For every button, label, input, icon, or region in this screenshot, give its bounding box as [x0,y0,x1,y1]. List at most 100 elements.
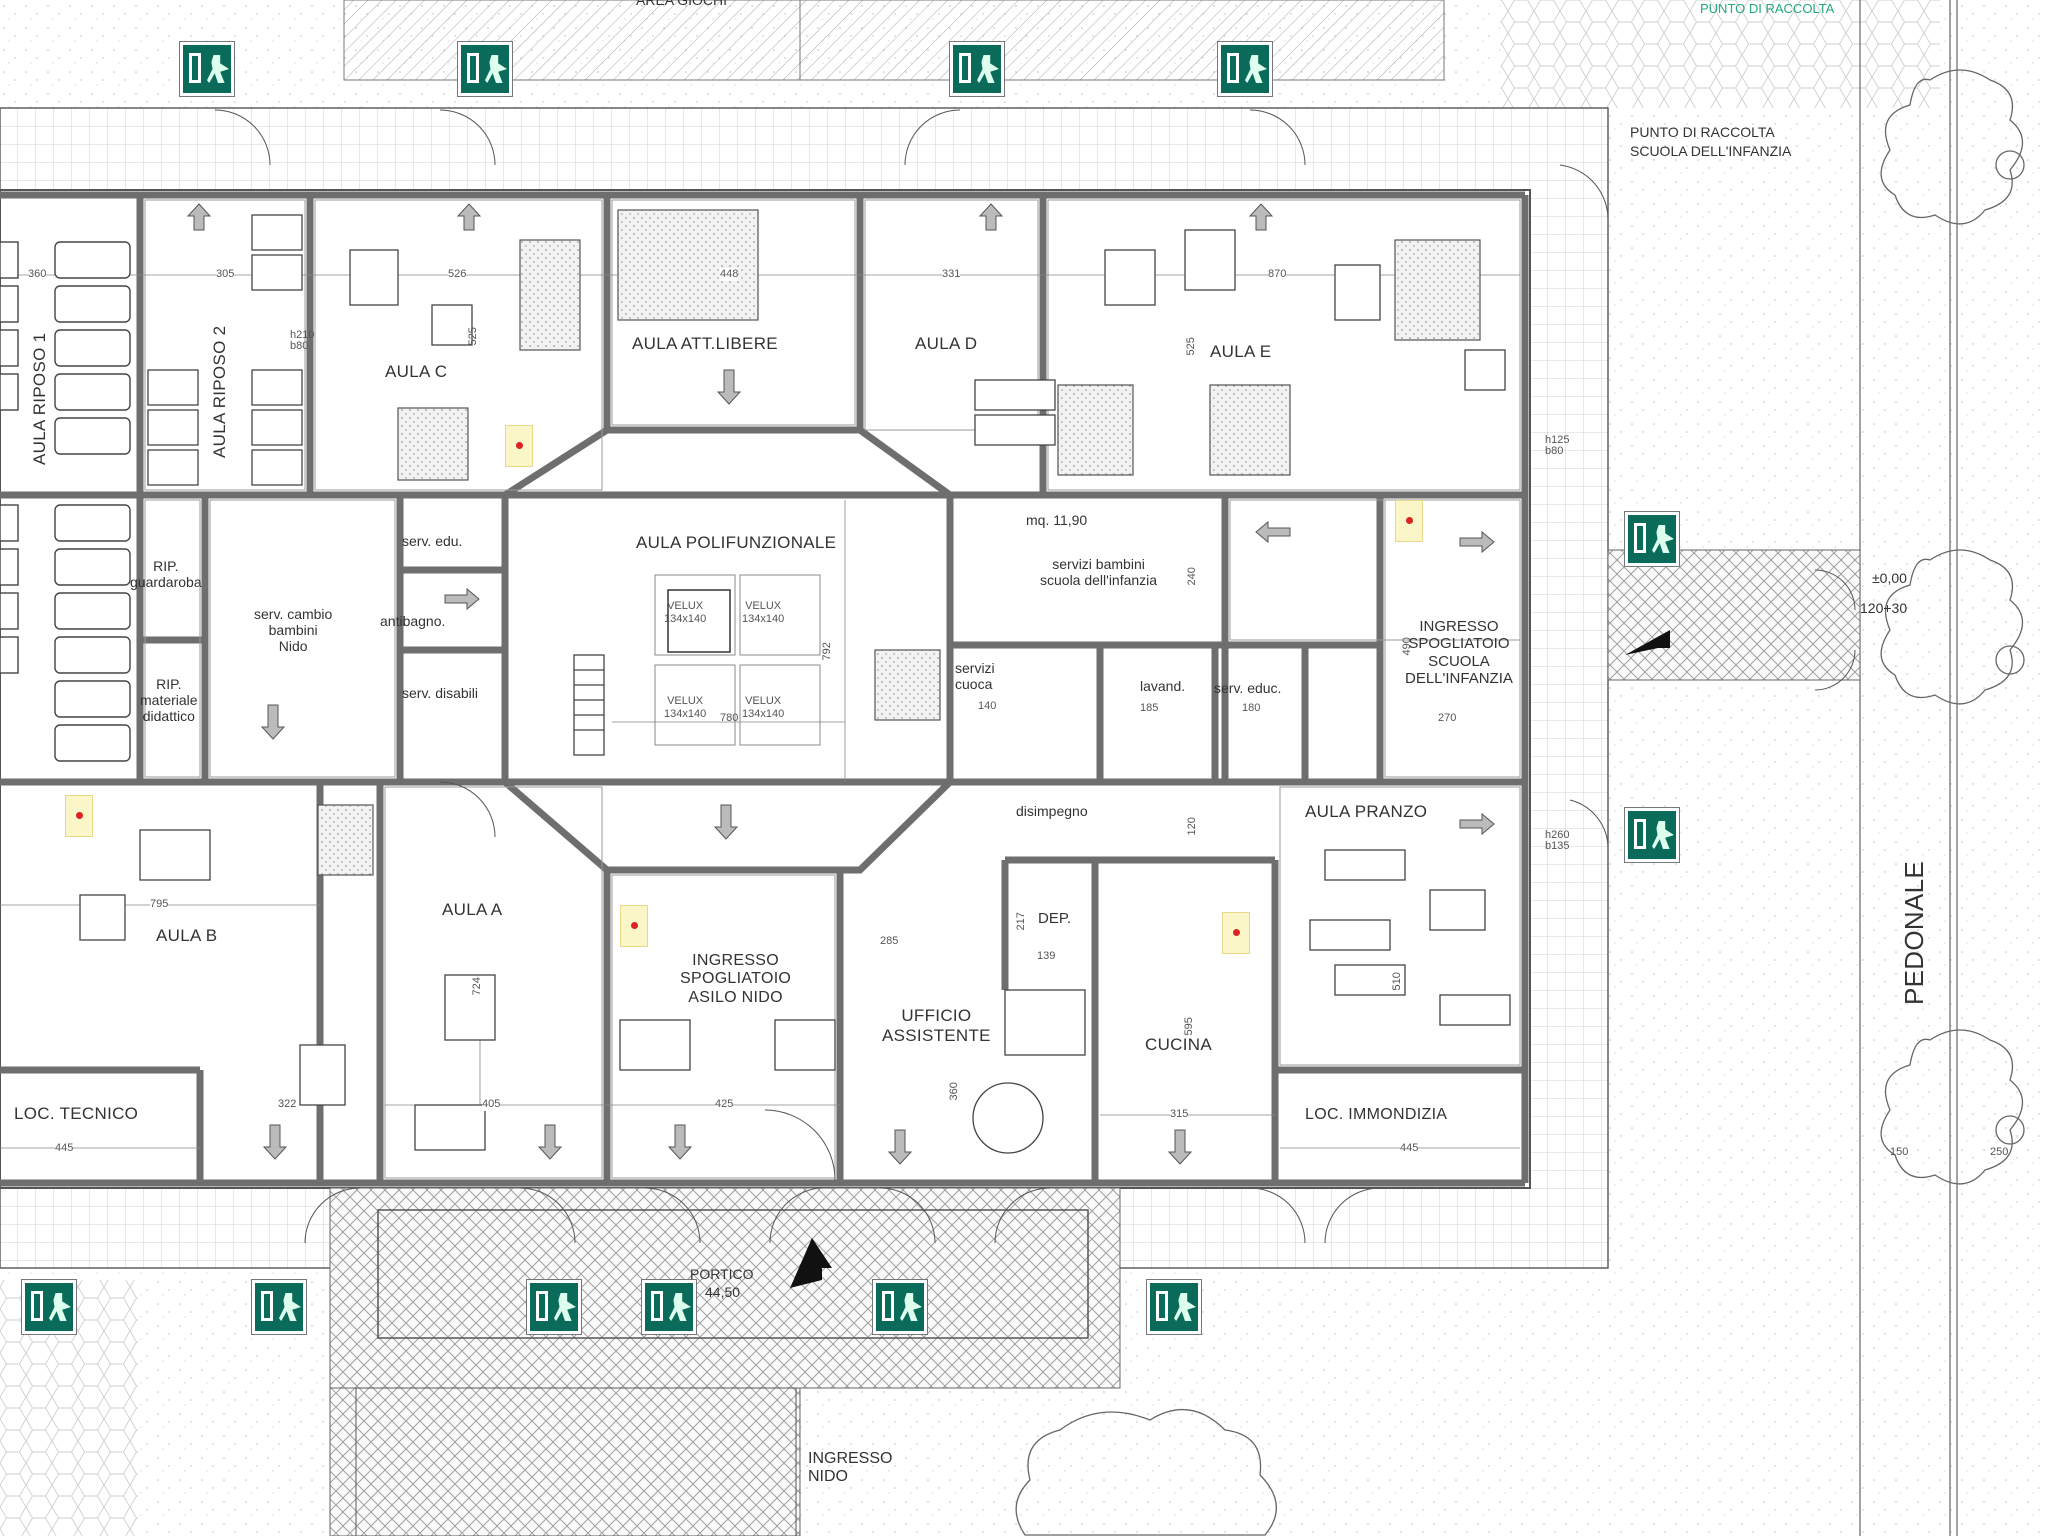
door-tag-height: h210 [290,329,315,341]
emergency-exit-sign-icon [1625,808,1679,862]
door-tag-width: b135 [1545,840,1570,852]
ingresso-nido-line-2: SPOGLIATOIO [680,970,792,988]
aula-riposo-2-label: AULA RIPOSO 2 [210,325,229,458]
lavand-label: lavand. [1140,678,1186,694]
servizi-bambini-label: servizi bambini scuola dell'infanzia [1040,556,1157,588]
ufficio-line-1: UFFICIO [901,1006,972,1025]
furniture-tables [79,229,1511,1154]
dimension-label: 185 [1140,702,1159,714]
servizi-cuoca-line-2: cuoca [955,676,993,693]
velux-size: 134x140 [742,612,785,625]
emergency-exit-sign-icon [950,42,1004,96]
door-tag-width: b80 [290,340,309,352]
aula-b-label: AULA B [156,926,218,945]
serv-cambio-label: serv. cambio bambini Nido [254,606,332,654]
fire-extinguisher-icon [505,425,533,467]
rip-materiale-line-2: materiale [140,692,198,709]
dimension-label: 595 [1182,1017,1195,1036]
evacuation-arrows [186,203,1495,1165]
aula-polifunzionale-label: AULA POLIFUNZIONALE [636,533,837,552]
aula-d-label: AULA D [915,334,978,353]
beds-riposo-2 [147,214,303,486]
aula-e-label: AULA E [1210,342,1272,361]
dimension-label: 217 [1014,912,1027,931]
dimension-label: 120 [1185,817,1198,836]
velux-name: VELUX [667,695,704,707]
ingresso-nido-ext-line-2: NIDO [808,1468,848,1486]
dimension-label: 526 [448,268,467,281]
dep-label: DEP. [1038,910,1072,927]
dimension-label: 490 [1400,637,1413,656]
servizi-cuoca-label: servizi cuoca [955,660,995,692]
dimension-label: 792 [820,642,833,661]
punto-raccolta-label-1: PUNTO DI RACCOLTA [1630,124,1775,140]
portico-label: PORTICO [690,1266,754,1282]
dimension-label: 795 [150,898,169,911]
emergency-exit-sign-icon [527,1280,581,1334]
fire-extinguisher-icon [1395,500,1423,542]
velux-size: 134x140 [664,612,707,625]
dimension-label: 240 [1185,567,1198,586]
hex-paving-top [1500,0,1940,108]
ingresso-infanzia-label: INGRESSO SPOGLIATOIO SCUOLA DELL'INFANZI… [1405,618,1513,687]
loc-tecnico-label: LOC. TECNICO [14,1104,139,1123]
ufficio-label: UFFICIO ASSISTENTE [882,1006,991,1045]
servizi-bambini-line-1: servizi bambini [1052,556,1145,572]
portico-paving [329,1187,1121,1389]
velux-name: VELUX [667,600,704,612]
dimension-label: 250 [1990,1146,2009,1158]
emergency-exit-sign-icon [458,42,512,96]
servizi-bambini-line-2: scuola dell'infanzia [1040,572,1158,589]
dimension-label: 315 [1170,1108,1189,1121]
trees [1015,69,2025,1536]
emergency-exit-sign-icon [22,1280,76,1334]
dimension-label: 285 [880,935,899,947]
punto-raccolta-label-2: SCUOLA DELL'INFANZIA [1630,143,1792,159]
dimension-label: 360 [947,1082,960,1101]
serv-cambio-line-2: bambini [268,622,318,639]
dimension-label: 448 [720,268,739,281]
rip-materiale-line-1: RIP. [156,676,182,692]
punto-raccolta-sign-label: PUNTO DI RACCOLTA [1700,1,1835,16]
dimension-label: 331 [942,268,961,281]
dimension-label: 405 [482,1098,501,1111]
dimension-label: 270 [1438,712,1457,724]
east-entrance-paving [1607,549,1861,681]
emergency-exit-sign-icon [1218,42,1272,96]
serv-cambio-line-1: serv. cambio [254,606,333,622]
dimension-label: 180 [1242,702,1261,714]
disimpegno-label: disimpegno [1016,803,1088,819]
dimension-label: 870 [1268,268,1287,281]
elevation-label-2: 120+30 [1860,600,1908,616]
emergency-exit-sign-icon [642,1280,696,1334]
dimension-label: 139 [1037,950,1056,962]
dimension-label: 150 [1890,1146,1909,1158]
serv-disabili-label: serv. disabili [402,685,478,701]
emergency-exit-sign-icon [252,1280,306,1334]
entrance-path [329,1387,801,1536]
rip-guardaroba-line-1: RIP. [153,558,179,574]
aula-riposo-1-label: AULA RIPOSO 1 [30,332,49,465]
antibagno-label: antibagno. [380,613,446,629]
stair-element [573,654,605,756]
door-tag-width: b80 [1545,445,1564,457]
door-tag-label: h125 b80 [1545,435,1569,457]
fire-extinguisher-icon [620,905,648,947]
ingresso-nido-ext-label: INGRESSO NIDO [808,1450,892,1487]
ingresso-infanzia-line-2: SPOGLIATOIO [1408,635,1510,653]
ingresso-infanzia-line-4: DELL'INFANZIA [1405,669,1513,687]
interior-walls [0,191,1529,1187]
dimension-label: 510 [1390,972,1403,991]
ingresso-infanzia-line-3: SCUOLA [1428,652,1490,670]
dimension-label: 360 [28,268,47,281]
velux-name: VELUX [745,695,782,707]
ingresso-nido-line-1: INGRESSO [692,952,780,969]
rip-materiale-line-3: didattico [142,708,195,725]
serv-cambio-line-3: Nido [278,638,308,655]
fire-extinguisher-icon [65,795,93,837]
portico-area-label: 44,50 [705,1284,741,1300]
rip-materiale-label: RIP. materiale didattico [140,676,198,724]
loc-immondizia-label: LOC. IMMONDIZIA [1305,1106,1448,1123]
